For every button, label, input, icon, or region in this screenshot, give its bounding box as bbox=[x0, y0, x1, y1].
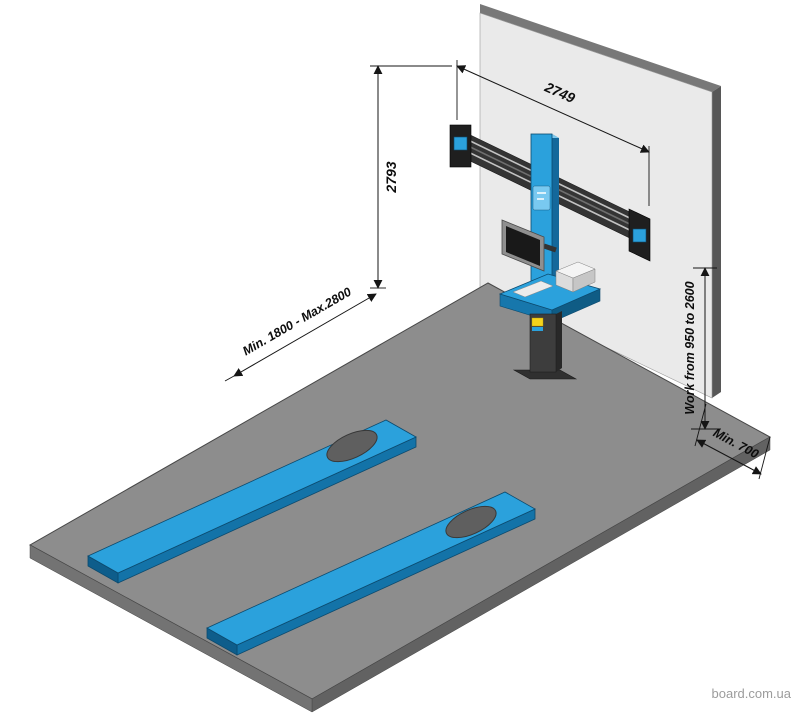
keyboard bbox=[512, 280, 554, 298]
floor-front-left-edge bbox=[29, 544, 313, 713]
dim-lift-distance-extension bbox=[224, 375, 235, 382]
dim-label-lift-distance: Min. 1800 - Max.2800 bbox=[240, 285, 354, 359]
pod-right-lens bbox=[632, 228, 647, 243]
pedestal-sticker-accent bbox=[532, 327, 543, 331]
monitor bbox=[501, 219, 557, 272]
pedestal-sticker bbox=[531, 317, 544, 327]
monitor-arm bbox=[543, 243, 557, 253]
turnplate-left bbox=[326, 429, 378, 463]
pedestal bbox=[512, 311, 578, 380]
floor bbox=[28, 282, 772, 713]
lift-ramp-left bbox=[87, 419, 417, 584]
pod-left-lens bbox=[453, 136, 468, 151]
dim-lift-distance-line bbox=[233, 293, 377, 377]
wall-side-edge bbox=[712, 86, 721, 398]
dim-wall-clearance-extension-1 bbox=[694, 403, 707, 447]
column-side bbox=[552, 134, 559, 310]
column-logo bbox=[532, 185, 551, 211]
monitor-screen bbox=[506, 226, 540, 266]
printer-top bbox=[555, 261, 596, 279]
dim-work-range: Work from 950 to 2600 bbox=[683, 267, 721, 430]
dim-label-mount-height: 2793 bbox=[383, 161, 399, 193]
pedestal-side bbox=[556, 311, 562, 372]
dim-label-work-range: Work from 950 to 2600 bbox=[683, 281, 697, 414]
dim-mount-height: 2793 bbox=[370, 65, 452, 289]
console-desk bbox=[498, 261, 602, 323]
watermark: board.com.ua bbox=[712, 686, 792, 701]
dim-wall-clearance-line bbox=[696, 439, 762, 475]
lift-ramp-right bbox=[206, 491, 536, 656]
printer bbox=[555, 261, 596, 293]
wall-top-edge bbox=[480, 4, 721, 92]
dim-beam-width-line bbox=[456, 65, 650, 153]
turnplate-right bbox=[445, 505, 497, 539]
